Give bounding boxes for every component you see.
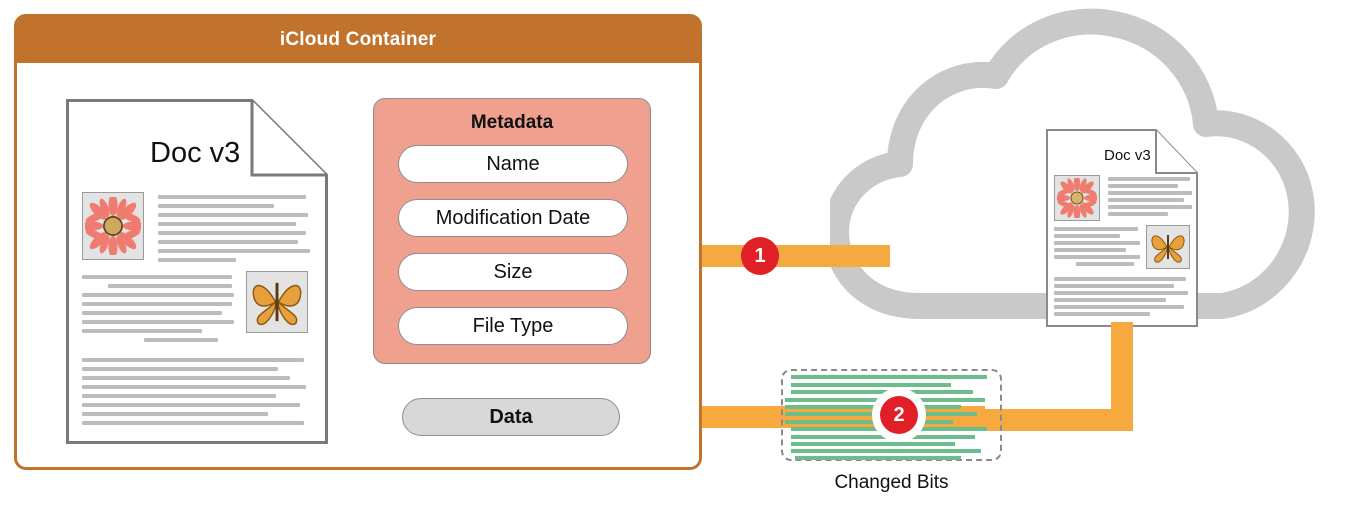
metadata-title: Metadata bbox=[470, 112, 554, 133]
icloud-container-header: iCloud Container bbox=[17, 17, 699, 63]
cloud-document-title: Doc v3 bbox=[1104, 147, 1151, 164]
flower-image bbox=[1054, 175, 1100, 221]
metadata-field-name[interactable]: Name bbox=[398, 145, 628, 183]
changed-bit-line bbox=[785, 420, 953, 424]
cloud-icon bbox=[823, 8, 1315, 319]
flower-image bbox=[82, 192, 144, 260]
changed-bits-box bbox=[781, 369, 1002, 461]
cloud-shape bbox=[823, 6, 1350, 386]
changed-bit-line bbox=[795, 456, 961, 460]
flower-icon bbox=[85, 197, 141, 255]
step-badge-1: 1 bbox=[741, 237, 779, 275]
butterfly-image bbox=[246, 271, 308, 333]
changed-bit-line bbox=[791, 442, 955, 446]
metadata-field-modification-date[interactable]: Modification Date bbox=[398, 199, 628, 237]
butterfly-icon bbox=[252, 282, 302, 326]
connector-horizontal bbox=[985, 409, 1133, 431]
icloud-container-title: iCloud Container bbox=[279, 29, 437, 50]
metadata-field-size[interactable]: Size bbox=[398, 253, 628, 291]
changed-bit-line bbox=[791, 375, 987, 379]
metadata-field-file-type[interactable]: File Type bbox=[398, 307, 628, 345]
butterfly-image bbox=[1146, 225, 1190, 269]
flower-icon bbox=[1057, 178, 1097, 218]
connector-vertical bbox=[1111, 322, 1133, 420]
metadata-arrow-shaft bbox=[690, 245, 890, 267]
step-badge-2: 2 bbox=[880, 396, 918, 434]
metadata-panel: Metadata Name Modification Date Size Fil… bbox=[373, 98, 651, 364]
local-document: Doc v3 bbox=[66, 99, 328, 444]
changed-bit-line bbox=[791, 449, 981, 453]
changed-bit-line bbox=[791, 390, 973, 394]
data-label-pill[interactable]: Data bbox=[402, 398, 620, 436]
changed-bits-label: Changed Bits bbox=[834, 472, 949, 493]
document-shape-icon bbox=[66, 99, 328, 444]
changed-bit-line bbox=[791, 383, 951, 387]
butterfly-icon bbox=[1151, 235, 1185, 263]
cloud-document: Doc v3 bbox=[1046, 129, 1198, 327]
local-document-title: Doc v3 bbox=[150, 137, 241, 169]
